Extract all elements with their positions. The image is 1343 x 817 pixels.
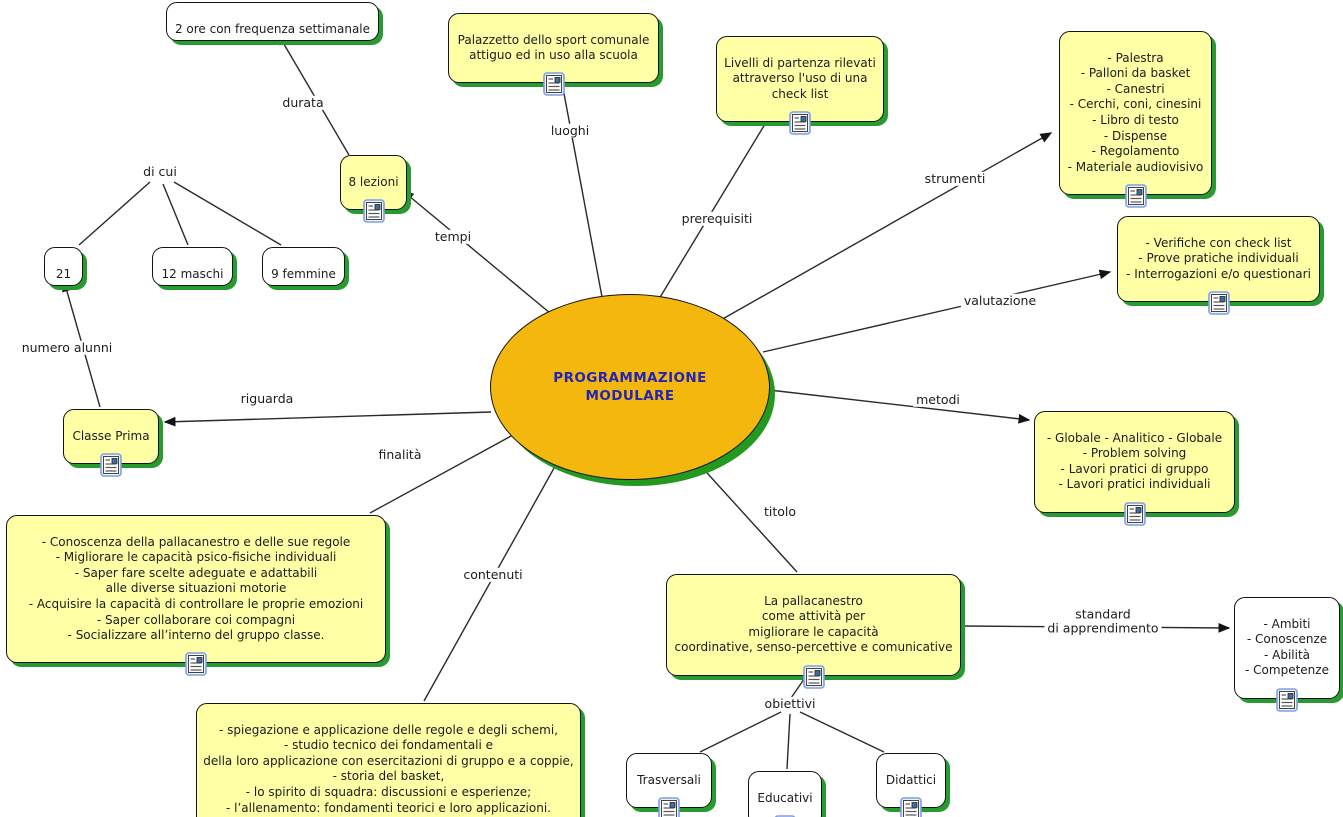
- node-text: - Conoscenza della pallacanestro e delle…: [28, 534, 364, 643]
- node-text: - Verifiche con check list - Prove prati…: [1126, 235, 1311, 281]
- node-text: La pallacanestro come attività per migli…: [674, 593, 953, 655]
- node-strumenti-list[interactable]: - Palestra - Palloni da basket - Canestr…: [1059, 31, 1212, 208]
- link-label-finalita[interactable]: finalità: [375, 447, 425, 463]
- resource-icon[interactable]: [542, 72, 565, 97]
- central-concept-programmazione-modulare[interactable]: PROGRAMMAZIONE MODULARE: [490, 294, 770, 480]
- link-label-contenuti[interactable]: contenuti: [460, 567, 526, 583]
- link-label-metodi[interactable]: metodi: [913, 392, 963, 408]
- node-text: 12 maschi: [161, 266, 224, 281]
- resource-icon[interactable]: [1276, 687, 1298, 712]
- node-text: - Palestra - Palloni da basket - Canestr…: [1067, 50, 1204, 174]
- node-obiettivi-didattici[interactable]: Didattici: [876, 753, 946, 817]
- node-obiettivi-trasversali[interactable]: Trasversali: [626, 753, 712, 817]
- link-label-numero-alunni[interactable]: numero alunni: [18, 340, 116, 356]
- link-label-standard-di-apprendimento[interactable]: standard di apprendimento: [1044, 607, 1162, 637]
- node-text: Trasversali: [637, 772, 701, 787]
- link-label-durata[interactable]: durata: [279, 95, 327, 111]
- resource-icon[interactable]: [658, 796, 680, 817]
- link-label-di-cui[interactable]: di cui: [140, 164, 180, 180]
- node-livelli-di-partenza[interactable]: Livelli di partenza rilevati attraverso …: [716, 36, 884, 135]
- link-label-titolo[interactable]: titolo: [760, 504, 800, 520]
- resource-icon[interactable]: [362, 198, 385, 223]
- node-valutazione-list[interactable]: - Verifiche con check list - Prove prati…: [1117, 216, 1320, 315]
- node-9-femmine[interactable]: 9 femmine: [262, 247, 345, 287]
- resource-icon[interactable]: [100, 452, 122, 477]
- link-label-riguarda[interactable]: riguarda: [237, 391, 297, 407]
- link-label-luoghi[interactable]: luoghi: [547, 123, 593, 139]
- link-label-strumenti[interactable]: strumenti: [921, 171, 989, 187]
- node-text: Classe Prima: [72, 428, 150, 443]
- node-text: 2 ore con frequenza settimanale: [174, 21, 371, 36]
- node-text: 9 femmine: [271, 266, 336, 281]
- node-obiettivi-educativi[interactable]: Educativi: [748, 771, 822, 817]
- link-label-tempi[interactable]: tempi: [431, 229, 475, 245]
- node-metodi-list[interactable]: - Globale - Analitico - Globale - Proble…: [1034, 411, 1235, 526]
- node-text: Livelli di partenza rilevati attraverso …: [724, 55, 876, 101]
- node-classe-prima[interactable]: Classe Prima: [63, 409, 159, 477]
- resource-icon[interactable]: [185, 652, 207, 677]
- node-12-maschi[interactable]: 12 maschi: [152, 247, 233, 287]
- node-palazzetto-sport[interactable]: Palazzetto dello sport comunale attiguo …: [448, 13, 659, 97]
- node-text: Palazzetto dello sport comunale attiguo …: [457, 32, 650, 63]
- node-text: Didattici: [885, 772, 937, 787]
- node-8-lezioni[interactable]: 8 lezioni: [340, 155, 407, 223]
- link-label-obiettivi[interactable]: obiettivi: [761, 696, 819, 712]
- resource-icon[interactable]: [1124, 184, 1147, 208]
- node-text: - spiegazione e applicazione delle regol…: [203, 722, 574, 815]
- node-contenuti-list[interactable]: - spiegazione e applicazione delle regol…: [196, 703, 581, 817]
- node-2-ore-frequenza[interactable]: 2 ore con frequenza settimanale: [166, 2, 379, 42]
- node-text: 8 lezioni: [348, 174, 399, 189]
- resource-icon[interactable]: [789, 111, 811, 135]
- node-text: - Ambiti - Conoscenze - Abilità - Compet…: [1245, 616, 1329, 678]
- node-standard-apprendimento-list[interactable]: - Ambiti - Conoscenze - Abilità - Compet…: [1234, 597, 1340, 712]
- link-label-prerequisiti[interactable]: prerequisiti: [678, 211, 756, 227]
- node-finalita-list[interactable]: - Conoscenza della pallacanestro e delle…: [6, 515, 386, 677]
- node-21[interactable]: 21: [44, 247, 83, 287]
- node-text: 21: [55, 266, 72, 281]
- node-titolo-pallacanestro[interactable]: La pallacanestro come attività per migli…: [666, 574, 961, 689]
- node-text: - Globale - Analitico - Globale - Proble…: [1046, 430, 1223, 492]
- resource-icon[interactable]: [1123, 501, 1146, 526]
- resource-icon[interactable]: [900, 796, 922, 817]
- link-label-valutazione[interactable]: valutazione: [960, 293, 1040, 309]
- resource-icon[interactable]: [802, 664, 825, 689]
- node-text: Educativi: [757, 790, 813, 805]
- resource-icon[interactable]: [1207, 291, 1230, 315]
